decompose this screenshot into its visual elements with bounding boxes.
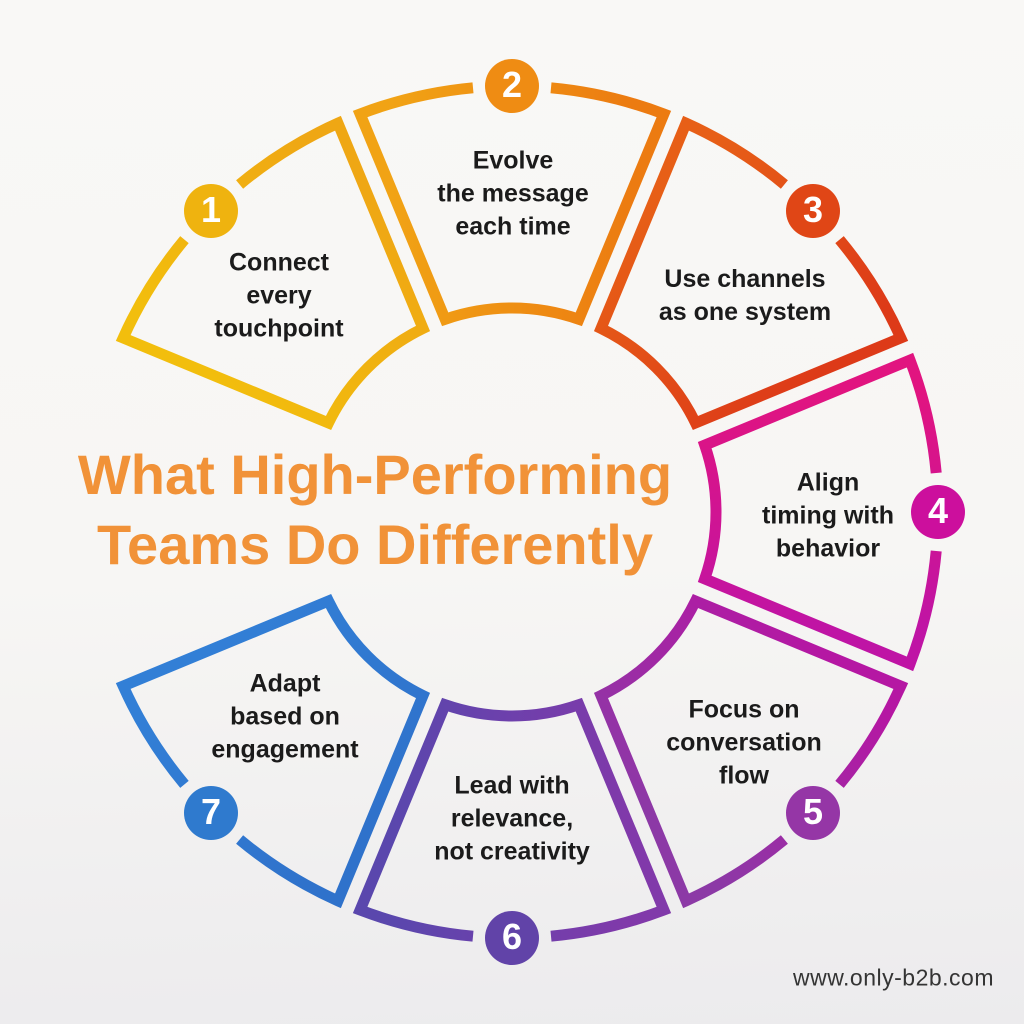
segment-6-number: 6 — [501, 916, 523, 957]
infographic-title: What High-Performing Teams Do Differentl… — [77, 443, 673, 576]
segment-1-label: Connect every touchpoint — [214, 248, 344, 343]
segment-1-number: 1 — [200, 189, 222, 230]
segment-5-badge: 5 — [786, 786, 840, 840]
segment-3-outline — [593, 115, 909, 431]
segment-4-badge: 4 — [911, 485, 965, 539]
segment-5-outline — [593, 593, 909, 909]
segment-7-number: 7 — [200, 791, 222, 832]
segment-6-outline — [352, 697, 672, 942]
segment-4-label: Align timing with behavior — [762, 468, 894, 563]
segment-2-label: Evolve the message each time — [437, 146, 589, 241]
segment-6-badge: 6 — [485, 911, 539, 965]
segment-2-badge: 2 — [485, 59, 539, 113]
segment-2-outline — [352, 82, 672, 327]
segment-5-label: Focus on conversation flow — [666, 695, 822, 790]
segment-5-number: 5 — [802, 791, 824, 832]
segment-7-badge: 7 — [184, 786, 238, 840]
segment-3-label: Use channels as one system — [658, 265, 832, 326]
segment-3-badge: 3 — [786, 184, 840, 238]
segment-4-number: 4 — [927, 490, 949, 531]
segment-1-outline — [115, 115, 431, 431]
segment-7-label: Adapt based on engagement — [211, 669, 359, 764]
segment-2-number: 2 — [501, 64, 523, 105]
segment-3-number: 3 — [802, 189, 824, 230]
segment-4-outline — [697, 352, 942, 672]
segment-1-badge: 1 — [184, 184, 238, 238]
segment-6-label: Lead with relevance, not creativity — [434, 771, 590, 866]
website-url: www.only-b2b.com — [792, 964, 994, 991]
segment-7-outline — [115, 593, 431, 909]
